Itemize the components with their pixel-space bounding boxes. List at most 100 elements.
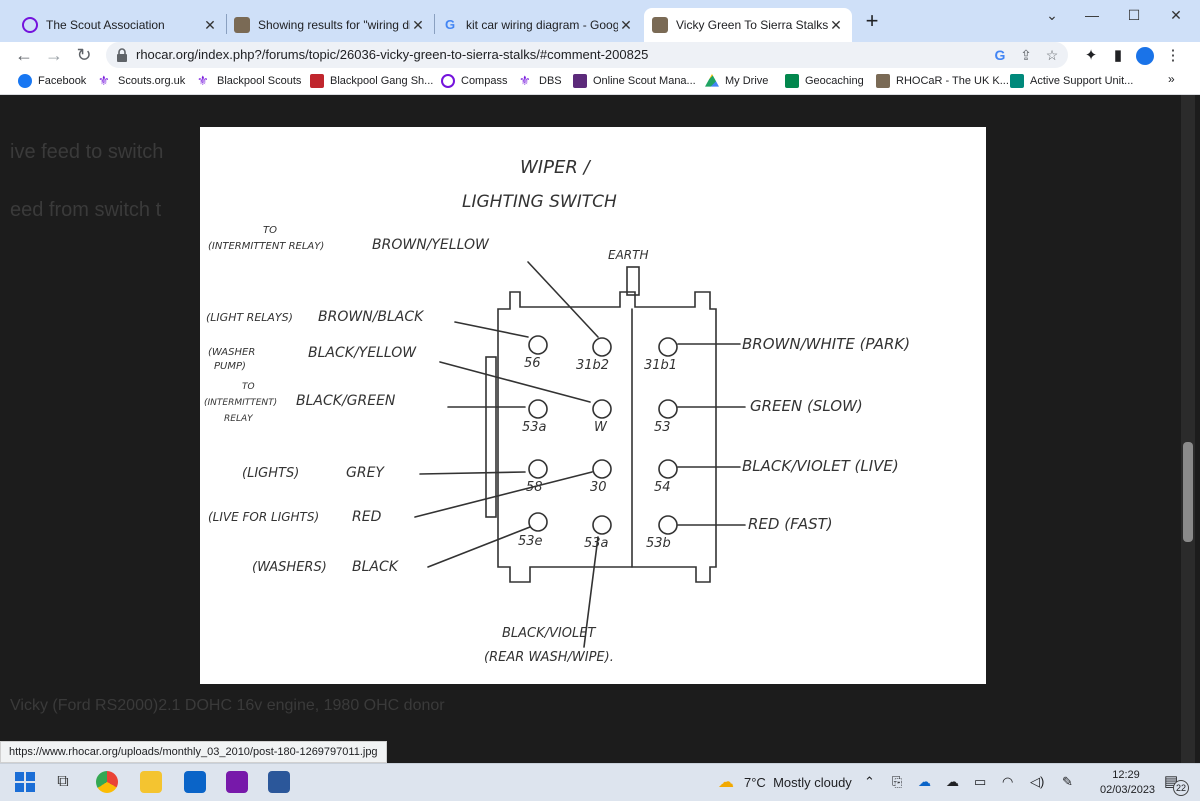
extensions-icon[interactable]: ✦: [1084, 47, 1098, 64]
pen-icon[interactable]: ✎: [1062, 774, 1073, 789]
wire-label-brown-white-park: BROWN/WHITE (PARK): [742, 335, 910, 353]
tab-search-button[interactable]: ⌄: [1046, 7, 1058, 23]
bookmark-rhocar[interactable]: RHOCaR - The UK K...: [876, 72, 1009, 90]
scrollbar-thumb[interactable]: [1183, 442, 1193, 542]
rhocar-icon: [876, 74, 890, 88]
bookmarks-overflow-button[interactable]: »: [1168, 72, 1175, 86]
wire-label-green-slow: GREEN (SLOW): [750, 397, 863, 415]
tab-google-search[interactable]: G kit car wiring diagram - Google S ✕: [434, 8, 642, 42]
wire-label-black-yellow: BLACK/YELLOW: [308, 345, 417, 361]
bookmark-blackpool-gang-show[interactable]: Blackpool Gang Sh...: [310, 72, 433, 90]
meet-now-icon[interactable]: ⎘: [892, 774, 903, 789]
bookmark-my-drive[interactable]: My Drive: [705, 72, 768, 90]
bookmark-online-scout-manager[interactable]: Online Scout Mana...: [573, 72, 696, 90]
minimize-button[interactable]: —: [1085, 7, 1099, 23]
tab-strip: The Scout Association ✕ Showing results …: [0, 0, 1200, 42]
tab-title: kit car wiring diagram - Google S: [466, 18, 618, 32]
wire-label-brown-black: BROWN/BLACK: [318, 309, 425, 325]
chevron-up-icon[interactable]: ⌃: [864, 774, 875, 789]
facebook-icon: [18, 74, 32, 88]
share-icon[interactable]: ⇪: [1020, 47, 1032, 63]
system-clock[interactable]: 12:29 02/03/2023: [1100, 769, 1156, 796]
address-bar[interactable]: rhocar.org/index.php?/forums/topic/26036…: [106, 42, 1068, 68]
chrome-icon[interactable]: [96, 771, 118, 793]
svg-text:TO: TO: [242, 382, 255, 392]
wifi-icon[interactable]: ◠: [1002, 774, 1014, 789]
window-close-button[interactable]: ✕: [1170, 7, 1182, 23]
reload-button[interactable]: ↻: [70, 42, 98, 68]
terminal-label: 53e: [518, 534, 543, 549]
terminal-label: 53a: [522, 420, 547, 435]
terminal-circles: [528, 335, 678, 535]
terminal-label: 56: [524, 356, 541, 371]
weather-icon[interactable]: ☁: [718, 774, 734, 791]
back-button[interactable]: ←: [10, 42, 38, 68]
windows-taskbar: ⧉ ☁ 7°C Mostly cloudy ⌃ ⎘ ☁ ☁ ▭ ◠ ◁) ✎ 1…: [0, 763, 1200, 801]
bookmark-facebook[interactable]: Facebook: [18, 72, 86, 90]
gang-show-icon: [310, 74, 324, 88]
battery-icon[interactable]: ▭: [974, 774, 987, 789]
geocaching-icon: [785, 74, 799, 88]
osm-icon: [573, 74, 587, 88]
close-icon[interactable]: ✕: [830, 16, 842, 33]
bookmark-scouts-org[interactable]: ⚜Scouts.org.uk: [98, 73, 186, 88]
wiring-diagram-svg: WIPER / LIGHTING SWITCH EARTH TO (INTERM…: [204, 157, 910, 665]
profile-avatar[interactable]: [1134, 45, 1156, 67]
tab-wiring-diagram-results[interactable]: Showing results for "wiring diag ✕: [226, 8, 434, 42]
more-menu-icon[interactable]: ⋮: [1165, 47, 1181, 64]
onedrive-icon[interactable]: ☁: [918, 774, 931, 789]
post-text-line: ive feed to switch: [10, 141, 164, 163]
onenote-icon[interactable]: [226, 771, 248, 793]
maximize-button[interactable]: ☐: [1127, 7, 1141, 23]
asu-icon: [1010, 74, 1024, 88]
terminal-label: 53: [654, 420, 671, 435]
notification-count-badge: 22: [1173, 780, 1189, 796]
browser-toolbar: ← → ↻ rhocar.org/index.php?/forums/topic…: [0, 42, 1200, 68]
wiring-diagram-image[interactable]: WIPER / LIGHTING SWITCH EARTH TO (INTERM…: [200, 127, 986, 684]
volume-icon[interactable]: ◁): [1030, 774, 1045, 789]
arrow-right-icon: →: [45, 45, 63, 65]
bookmark-active-support-unit[interactable]: Active Support Unit...: [1010, 72, 1133, 90]
task-view-icon[interactable]: ⧉: [57, 773, 69, 790]
tab-scout-association[interactable]: The Scout Association ✕: [14, 8, 226, 42]
bookmark-dbs[interactable]: ⚜DBS: [519, 73, 562, 88]
word-icon[interactable]: [268, 771, 290, 793]
tab-vicky-green[interactable]: Vicky Green To Sierra Stalks - Ele ✕: [644, 8, 852, 42]
bookmark-star-icon[interactable]: ☆: [1045, 47, 1059, 63]
google-lens-icon[interactable]: G: [994, 47, 1006, 63]
tab-title: Vicky Green To Sierra Stalks - Ele: [676, 18, 828, 32]
bookmark-compass[interactable]: Compass: [441, 72, 507, 90]
side-panel-icon[interactable]: ▮: [1113, 47, 1123, 64]
terminal-label: 31b2: [576, 358, 609, 373]
cloud-icon[interactable]: ☁: [946, 774, 959, 789]
page-content: ive feed to switch eed from switch t Vic…: [0, 95, 1200, 763]
new-tab-button[interactable]: +: [865, 8, 879, 33]
page-scrollbar[interactable]: [1181, 95, 1195, 763]
close-icon[interactable]: ✕: [620, 16, 632, 33]
bookmark-geocaching[interactable]: Geocaching: [785, 72, 864, 90]
post-text-line: eed from switch t: [10, 199, 162, 221]
notifications-button[interactable]: ▤ 22: [1164, 772, 1189, 796]
svg-text:(LIGHTS): (LIGHTS): [242, 466, 299, 481]
wire-label-red-fast: RED (FAST): [748, 515, 833, 533]
forward-button[interactable]: →: [40, 42, 68, 68]
diagram-subtitle: LIGHTING SWITCH: [462, 192, 617, 212]
svg-text:(WASHER: (WASHER: [208, 347, 255, 358]
weather-widget[interactable]: 7°C Mostly cloudy: [744, 775, 852, 790]
terminal-label: 31b1: [644, 358, 677, 373]
scouts-fleur-icon: ⚜: [197, 73, 209, 88]
earth-label: EARTH: [608, 248, 648, 262]
wire-label-grey: GREY: [346, 465, 385, 481]
file-explorer-icon[interactable]: [140, 771, 162, 793]
bookmark-blackpool-scouts[interactable]: ⚜Blackpool Scouts: [197, 73, 302, 88]
windows-start-icon[interactable]: [14, 771, 36, 793]
close-icon[interactable]: ✕: [412, 16, 424, 33]
wire-label-black-violet: BLACK/VIOLET: [502, 626, 596, 641]
url-text[interactable]: rhocar.org/index.php?/forums/topic/26036…: [136, 47, 649, 62]
close-icon[interactable]: ✕: [204, 16, 216, 33]
wire-label-black-green: BLACK/GREEN: [296, 393, 396, 409]
svg-text:PUMP): PUMP): [214, 361, 246, 372]
outlook-icon[interactable]: [184, 771, 206, 793]
compass-icon: [441, 74, 455, 88]
svg-text:(WASHERS): (WASHERS): [252, 560, 327, 575]
